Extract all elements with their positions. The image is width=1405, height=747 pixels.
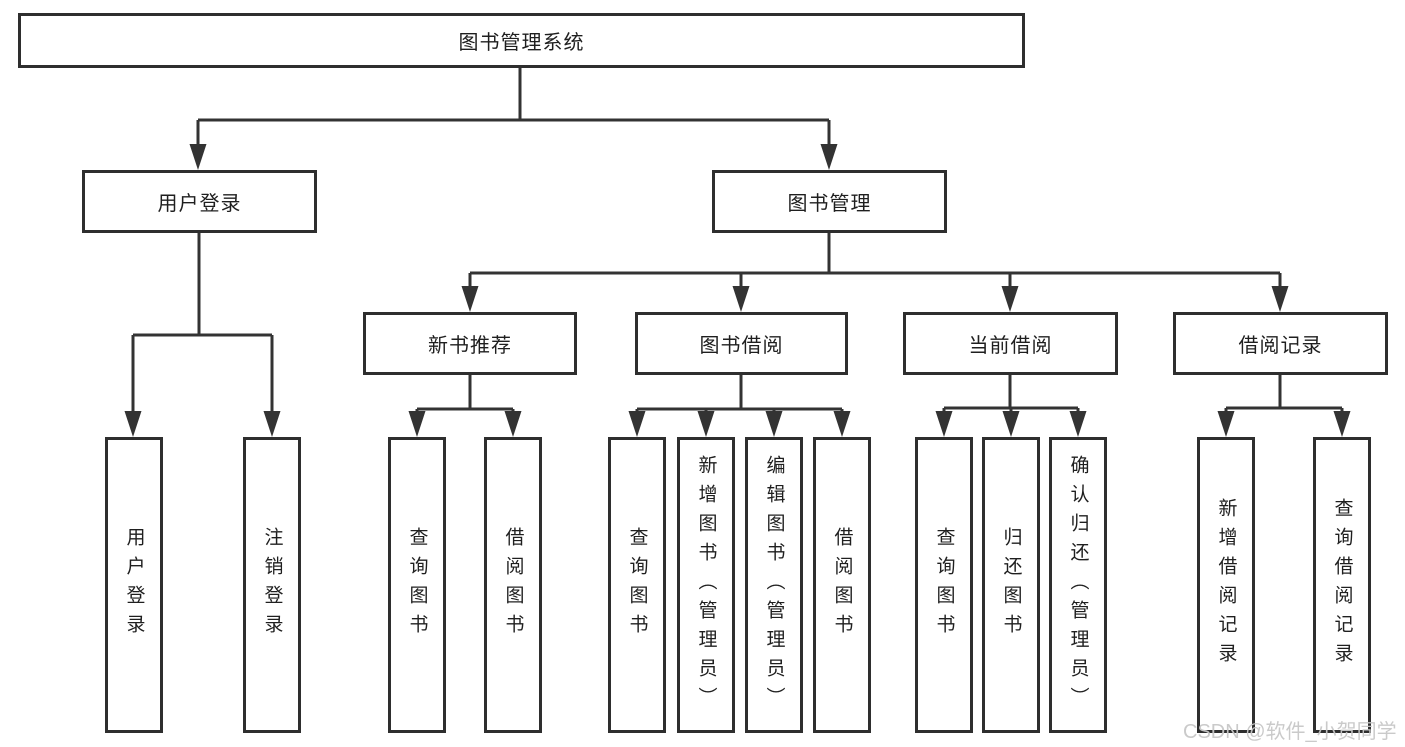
node-borrowing-records: 借阅记录 — [1173, 312, 1388, 375]
node-library-system-label: 图书管理系统 — [458, 32, 585, 54]
node-book-borrowing: 图书借阅 — [635, 312, 848, 375]
arrowheads — [124, 144, 1351, 437]
leaf-edit-book-admin: 编辑图书（管理员） — [745, 437, 803, 733]
leaf-confirm-return-admin: 确认归还（管理员） — [1049, 437, 1107, 733]
leaf-add-borrow-record-label: 新增借阅记录 — [1215, 498, 1237, 672]
leaf-logout: 注销登录 — [243, 437, 301, 733]
leaf-add-book-admin: 新增图书（管理员） — [677, 437, 735, 733]
node-new-book-recommendation-label: 新书推荐 — [428, 335, 512, 357]
leaf-query-books-borrow: 查询图书 — [608, 437, 666, 733]
leaf-borrow-books: 借阅图书 — [813, 437, 871, 733]
leaf-query-books-recommend: 查询图书 — [388, 437, 446, 733]
leaf-query-borrow-record: 查询借阅记录 — [1313, 437, 1371, 733]
leaf-borrow-books-label: 借阅图书 — [831, 527, 853, 643]
leaf-return-books-label: 归还图书 — [1000, 527, 1022, 643]
node-user-login: 用户登录 — [82, 170, 317, 233]
node-library-system: 图书管理系统 — [18, 13, 1025, 68]
node-book-borrowing-label: 图书借阅 — [699, 335, 784, 357]
node-current-borrowing-label: 当前借阅 — [968, 335, 1053, 357]
node-book-management-label: 图书管理 — [787, 193, 872, 215]
node-current-borrowing: 当前借阅 — [903, 312, 1118, 375]
leaf-confirm-return-admin-label: 确认归还（管理员） — [1067, 454, 1089, 716]
node-new-book-recommendation: 新书推荐 — [363, 312, 577, 375]
leaf-add-borrow-record: 新增借阅记录 — [1197, 437, 1255, 733]
leaf-query-books-current: 查询图书 — [915, 437, 973, 733]
leaf-query-books-current-label: 查询图书 — [933, 527, 955, 643]
leaf-query-books-borrow-label: 查询图书 — [626, 527, 648, 643]
leaf-user-login: 用户登录 — [105, 437, 163, 733]
leaf-edit-book-admin-label: 编辑图书（管理员） — [763, 454, 785, 716]
leaf-user-login-label: 用户登录 — [123, 527, 145, 643]
leaf-query-books-recommend-label: 查询图书 — [406, 527, 428, 643]
csdn-watermark: CSDN @软件_小贺同学 — [1183, 721, 1397, 743]
leaf-borrow-books-recommend: 借阅图书 — [484, 437, 542, 733]
node-book-management: 图书管理 — [712, 170, 947, 233]
leaf-query-borrow-record-label: 查询借阅记录 — [1331, 498, 1353, 672]
leaf-return-books: 归还图书 — [982, 437, 1040, 733]
leaf-add-book-admin-label: 新增图书（管理员） — [695, 454, 717, 716]
node-borrowing-records-label: 借阅记录 — [1238, 335, 1323, 357]
leaf-borrow-books-recommend-label: 借阅图书 — [502, 527, 524, 643]
node-user-login-label: 用户登录 — [157, 193, 242, 215]
leaf-logout-label: 注销登录 — [261, 527, 283, 643]
